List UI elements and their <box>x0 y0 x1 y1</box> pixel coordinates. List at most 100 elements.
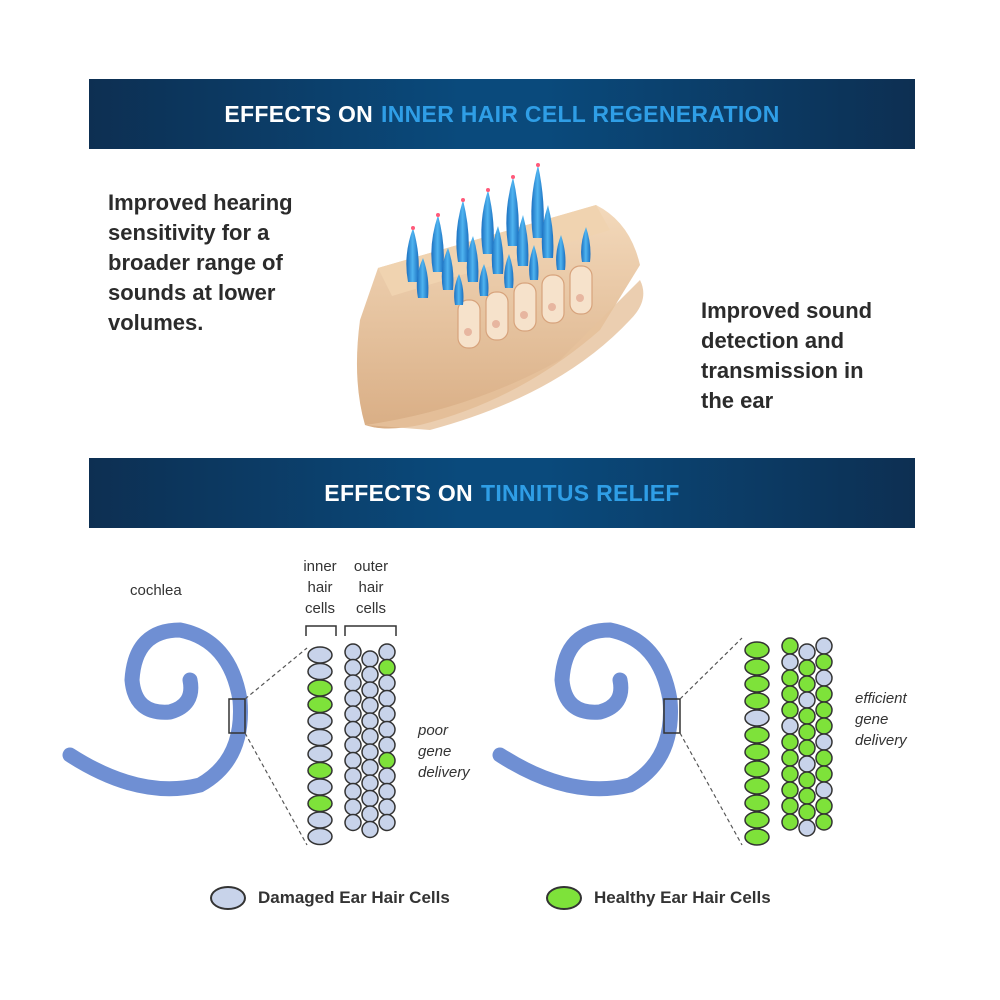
outer-hair-cell <box>798 819 816 837</box>
outer-hair-cell <box>781 797 799 815</box>
outer-hair-cell <box>781 653 799 671</box>
text-line: Improved sound <box>701 298 873 323</box>
outer-hair-cell <box>344 767 362 785</box>
outer-hair-cell <box>361 820 379 839</box>
outer-hair-cell <box>781 701 799 719</box>
inner-hair-cell <box>307 646 333 664</box>
banner-title-blue: TINNITUS RELIEF <box>480 479 680 506</box>
cochlea-zoom-box-right <box>663 698 681 734</box>
outer-hair-cell <box>378 689 396 708</box>
inner-hair-cell <box>307 679 333 697</box>
cell-nuclei <box>464 294 584 336</box>
outer-hair-cell <box>361 712 379 730</box>
outer-hair-cell <box>344 736 362 754</box>
zoom-line-right-top <box>679 637 743 700</box>
label-line: efficient <box>855 690 907 707</box>
label-line: outer <box>353 558 389 575</box>
text-line: volumes. <box>108 310 204 335</box>
outer-hair-cell <box>798 787 816 805</box>
cochlea-zoom-box-left <box>228 698 246 734</box>
inner-hair-cell <box>307 695 333 714</box>
outer-hair-cell <box>798 739 816 757</box>
outer-hair-cell <box>378 813 396 832</box>
inner-hair-cell <box>744 760 770 778</box>
outer-hair-cell <box>344 643 362 661</box>
tissue-base <box>365 280 644 430</box>
label-line: gene <box>418 743 452 760</box>
outer-hair-cell <box>344 782 362 801</box>
legend-healthy: Healthy Ear Hair Cells <box>546 886 771 910</box>
text-line: sensitivity for a <box>108 220 270 245</box>
outer-hair-cell <box>361 650 379 668</box>
outer-hair-cell <box>815 685 833 703</box>
outer-hair-cell <box>815 733 833 751</box>
inner-hair-cell <box>744 794 770 812</box>
inner-hair-cell <box>307 778 333 796</box>
outer-hair-cell <box>815 637 833 655</box>
outer-hair-cell <box>781 749 799 767</box>
label-line: hair <box>307 579 333 596</box>
efficient-gene-delivery-label: efficient gene delivery <box>855 688 907 751</box>
section-banner-regeneration: EFFECTS ON INNER HAIR CELL REGENERATION <box>89 79 915 149</box>
cell-grid-efficient-delivery <box>744 637 833 846</box>
inner-hair-cell <box>744 675 770 693</box>
outer-hair-cell <box>781 669 799 687</box>
inner-hair-cell <box>744 658 770 676</box>
outer-hair-cell <box>378 798 396 816</box>
legend-damaged: Damaged Ear Hair Cells <box>210 886 450 910</box>
text-line: detection and <box>701 328 845 353</box>
inner-hair-cell <box>307 811 333 829</box>
inner-hair-cell <box>744 743 770 761</box>
outer-hair-cell <box>361 805 379 823</box>
label-line: delivery <box>855 732 907 749</box>
outer-hair-cell <box>781 765 799 783</box>
inner-hair-cell <box>744 692 770 710</box>
bracket-outer-hair-cells <box>344 625 397 636</box>
outer-hair-cell <box>361 789 379 808</box>
outer-hair-cell <box>798 771 816 789</box>
outer-hair-cell <box>361 758 379 777</box>
outer-hair-cell <box>378 658 396 677</box>
outer-hair-cell <box>344 674 362 692</box>
label-line: gene <box>855 711 889 728</box>
outer-hair-cell <box>378 736 396 754</box>
outer-hair-cell <box>798 803 816 821</box>
outer-hair-cell <box>798 755 816 773</box>
text-line: the ear <box>701 388 774 413</box>
outer-hair-cell <box>344 705 362 723</box>
banner-title-white: EFFECTS ON <box>324 479 473 506</box>
outer-hair-cell <box>798 643 816 661</box>
inner-hair-cell <box>744 828 770 846</box>
outer-hair-cell <box>798 675 816 693</box>
outer-hair-cell <box>344 751 362 770</box>
outer-hair-cell <box>781 637 799 655</box>
label-line: cells <box>355 600 386 617</box>
outer-hair-cell <box>361 696 379 715</box>
outer-hair-cell <box>798 723 816 741</box>
sound-detection-text: Improved sound detection and transmissio… <box>701 296 931 416</box>
hearing-sensitivity-text: Improved hearing sensitivity for a broad… <box>108 188 348 338</box>
outer-hair-cell <box>815 653 833 671</box>
inner-hair-cell <box>307 794 333 813</box>
outer-hair-cell <box>815 717 833 735</box>
inner-hair-cell <box>307 827 333 846</box>
outer-hair-cell <box>378 674 396 692</box>
zoom-line-left-bottom <box>244 732 308 846</box>
poor-gene-delivery-label: poor gene delivery <box>418 720 470 783</box>
outer-hair-cell <box>361 774 379 792</box>
cochlea-spiral-left <box>62 622 248 797</box>
outer-hair-cell <box>815 669 833 687</box>
outer-hair-cell <box>815 813 833 831</box>
outer-hair-cell <box>781 781 799 799</box>
outer-hair-cell <box>361 665 379 684</box>
outer-hair-cell <box>361 727 379 746</box>
inner-hair-cell <box>744 777 770 795</box>
inner-hair-cell <box>307 712 333 730</box>
outer-hair-cell <box>361 681 379 699</box>
outer-hair-cell <box>798 691 816 709</box>
cell-grid-poor-delivery <box>307 643 396 846</box>
outer-hair-cell <box>815 749 833 767</box>
inner-hair-cell <box>744 726 770 744</box>
cell-pockets <box>457 265 593 349</box>
